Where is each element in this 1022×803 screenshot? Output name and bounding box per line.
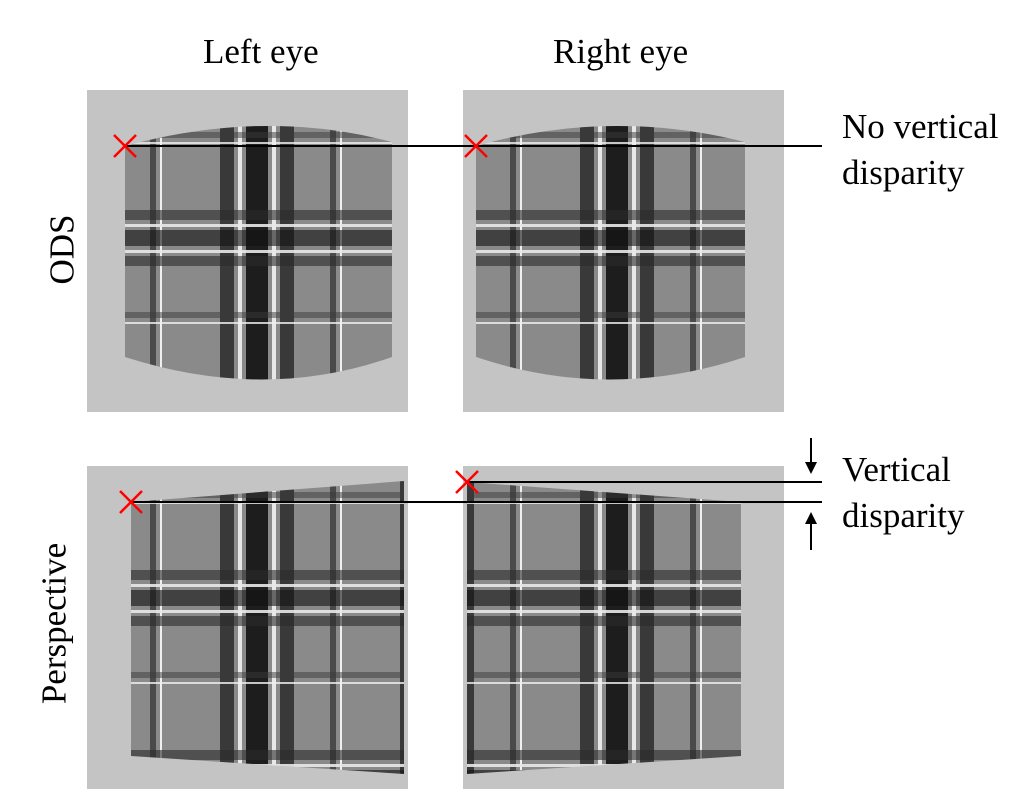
perspective-annotation-line2: disparity <box>842 496 965 535</box>
red-x-marker-icon <box>119 490 143 514</box>
ods-annotation-line2: disparity <box>842 153 965 192</box>
perspective-left-eye-tartan <box>131 481 404 774</box>
ods-annotation-line1: No vertical <box>842 107 999 146</box>
column-label-right-eye: Right eye <box>553 32 689 71</box>
arrow-up-icon <box>805 512 817 550</box>
perspective-right-eye-tartan <box>467 482 741 774</box>
ods-right-eye-tartan <box>476 125 745 380</box>
red-x-marker-icon <box>455 470 479 494</box>
perspective-annotation-line1: Vertical <box>842 450 951 489</box>
red-x-marker-icon <box>113 134 137 158</box>
ods-left-eye-tartan <box>125 125 392 380</box>
perspective-annotation: Vertical disparity <box>842 447 964 539</box>
red-x-marker-icon <box>464 134 488 158</box>
column-label-left-eye: Left eye <box>203 32 319 71</box>
ods-annotation: No vertical disparity <box>842 104 998 196</box>
arrow-down-icon <box>805 438 817 474</box>
